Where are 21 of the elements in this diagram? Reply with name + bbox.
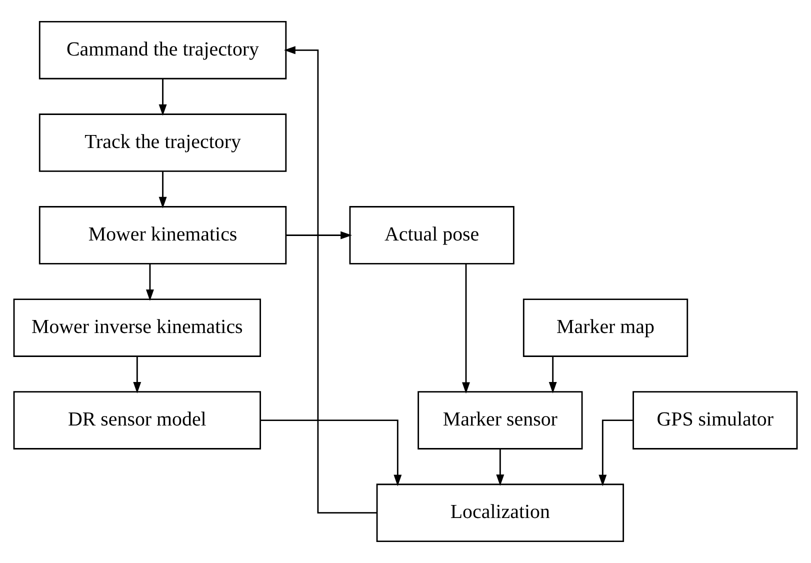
node-box: GPS simulator <box>632 391 798 450</box>
node-box: Mower inverse kinematics <box>13 298 261 357</box>
node-box: Mower kinematics <box>38 206 287 264</box>
arrow <box>548 356 557 394</box>
arrow <box>158 171 167 208</box>
arrow <box>158 78 167 116</box>
arrow <box>260 420 402 486</box>
arrow <box>496 449 504 486</box>
arrow <box>598 420 633 486</box>
node-box: DR sensor model <box>13 391 261 450</box>
arrow <box>462 264 470 394</box>
node-box: Actual pose <box>349 206 514 264</box>
arrow <box>146 264 154 301</box>
node-box: Marker map <box>522 298 688 357</box>
arrow <box>133 356 142 394</box>
node-box: Cammand the trajectory <box>38 20 287 80</box>
node-box: Localization <box>376 484 624 542</box>
arrow <box>286 231 352 240</box>
node-box: Marker sensor <box>418 391 583 450</box>
arrow <box>284 46 377 514</box>
node-box: Track the trajectory <box>38 114 287 172</box>
